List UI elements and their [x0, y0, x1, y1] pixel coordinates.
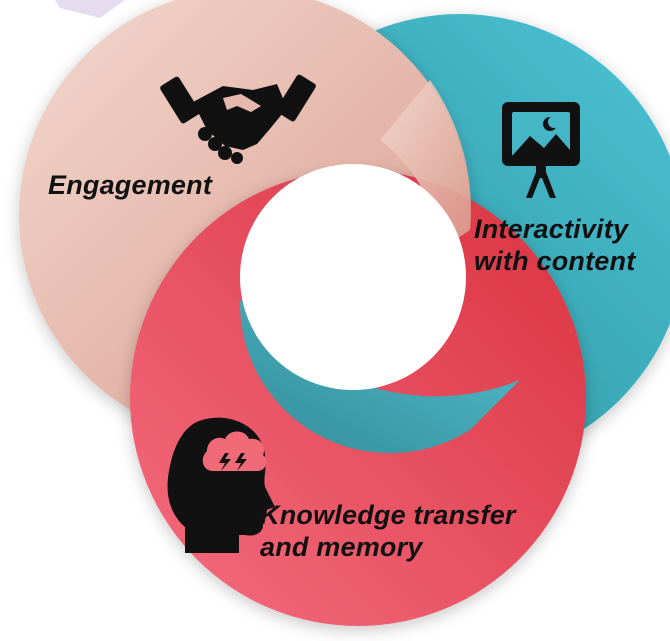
- interactivity-overlap: [239, 300, 520, 454]
- engagement-label: Engagement: [48, 170, 212, 202]
- handshake-icon: [160, 74, 316, 164]
- interactivity-label: Interactivity with content: [474, 214, 635, 278]
- knowledge-label-line-1: Knowledge transfer: [260, 500, 516, 530]
- knowledge-label-line-2: and memory: [260, 531, 423, 562]
- knowledge-label: Knowledge transfer and memory: [260, 500, 516, 564]
- interactivity-label-line-2: with content: [474, 245, 636, 276]
- presentation-board-icon: [502, 102, 580, 198]
- center-circle: [240, 164, 466, 390]
- interactivity-label-line-1: Interactivity: [474, 214, 629, 244]
- corner-accent: [55, 0, 125, 18]
- engagement-label-line: Engagement: [48, 170, 213, 200]
- engagement-overlap: [380, 80, 471, 250]
- head-brainstorm-icon: [167, 417, 275, 553]
